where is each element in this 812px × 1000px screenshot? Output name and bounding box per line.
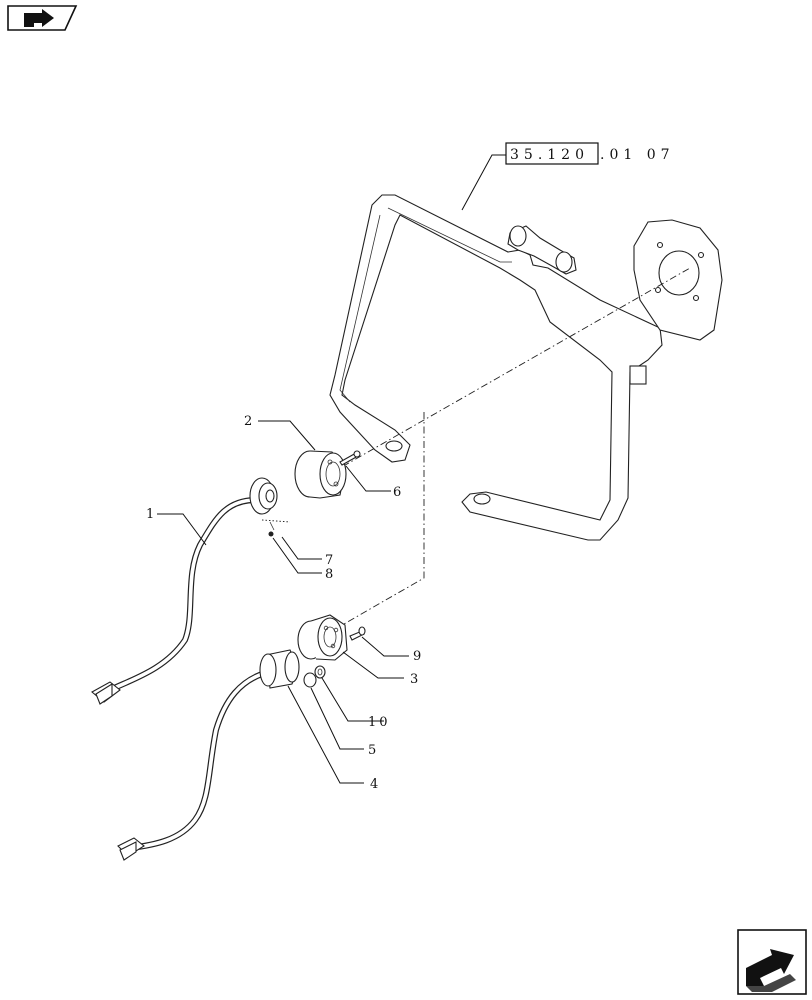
- previous-page-arrow-icon[interactable]: [7, 5, 78, 31]
- reference-label[interactable]: 35.120 .01 07: [505, 142, 675, 165]
- part-3-socket: [297, 614, 348, 661]
- callout-6: 6: [393, 485, 404, 500]
- part-2-socket-housing: [294, 450, 347, 499]
- part-5-nut: [303, 672, 317, 688]
- part-10-washer: [314, 665, 326, 679]
- callout-9: 9: [413, 649, 424, 664]
- leader-lines: [157, 420, 409, 784]
- part-7-8-fasteners: [261, 519, 291, 537]
- next-page-arrow-icon[interactable]: [737, 929, 807, 995]
- callout-5: 5: [368, 743, 379, 758]
- part-4-harness: [117, 649, 300, 861]
- reference-boxed: 35.120: [510, 147, 589, 163]
- callout-3: 3: [410, 672, 421, 687]
- reference-suffix: .01 07: [600, 147, 675, 163]
- callout-4: 4: [370, 777, 381, 792]
- mounting-bracket: [329, 194, 723, 541]
- part-6-screw: [339, 450, 361, 466]
- callout-7: 7: [325, 553, 336, 568]
- callout-1: 1: [146, 507, 157, 522]
- callout-8: 8: [325, 567, 336, 582]
- callout-2: 2: [244, 414, 255, 429]
- callout-10: 10: [368, 715, 391, 730]
- part-9-screw: [349, 626, 366, 641]
- part-1-harness: [91, 477, 278, 705]
